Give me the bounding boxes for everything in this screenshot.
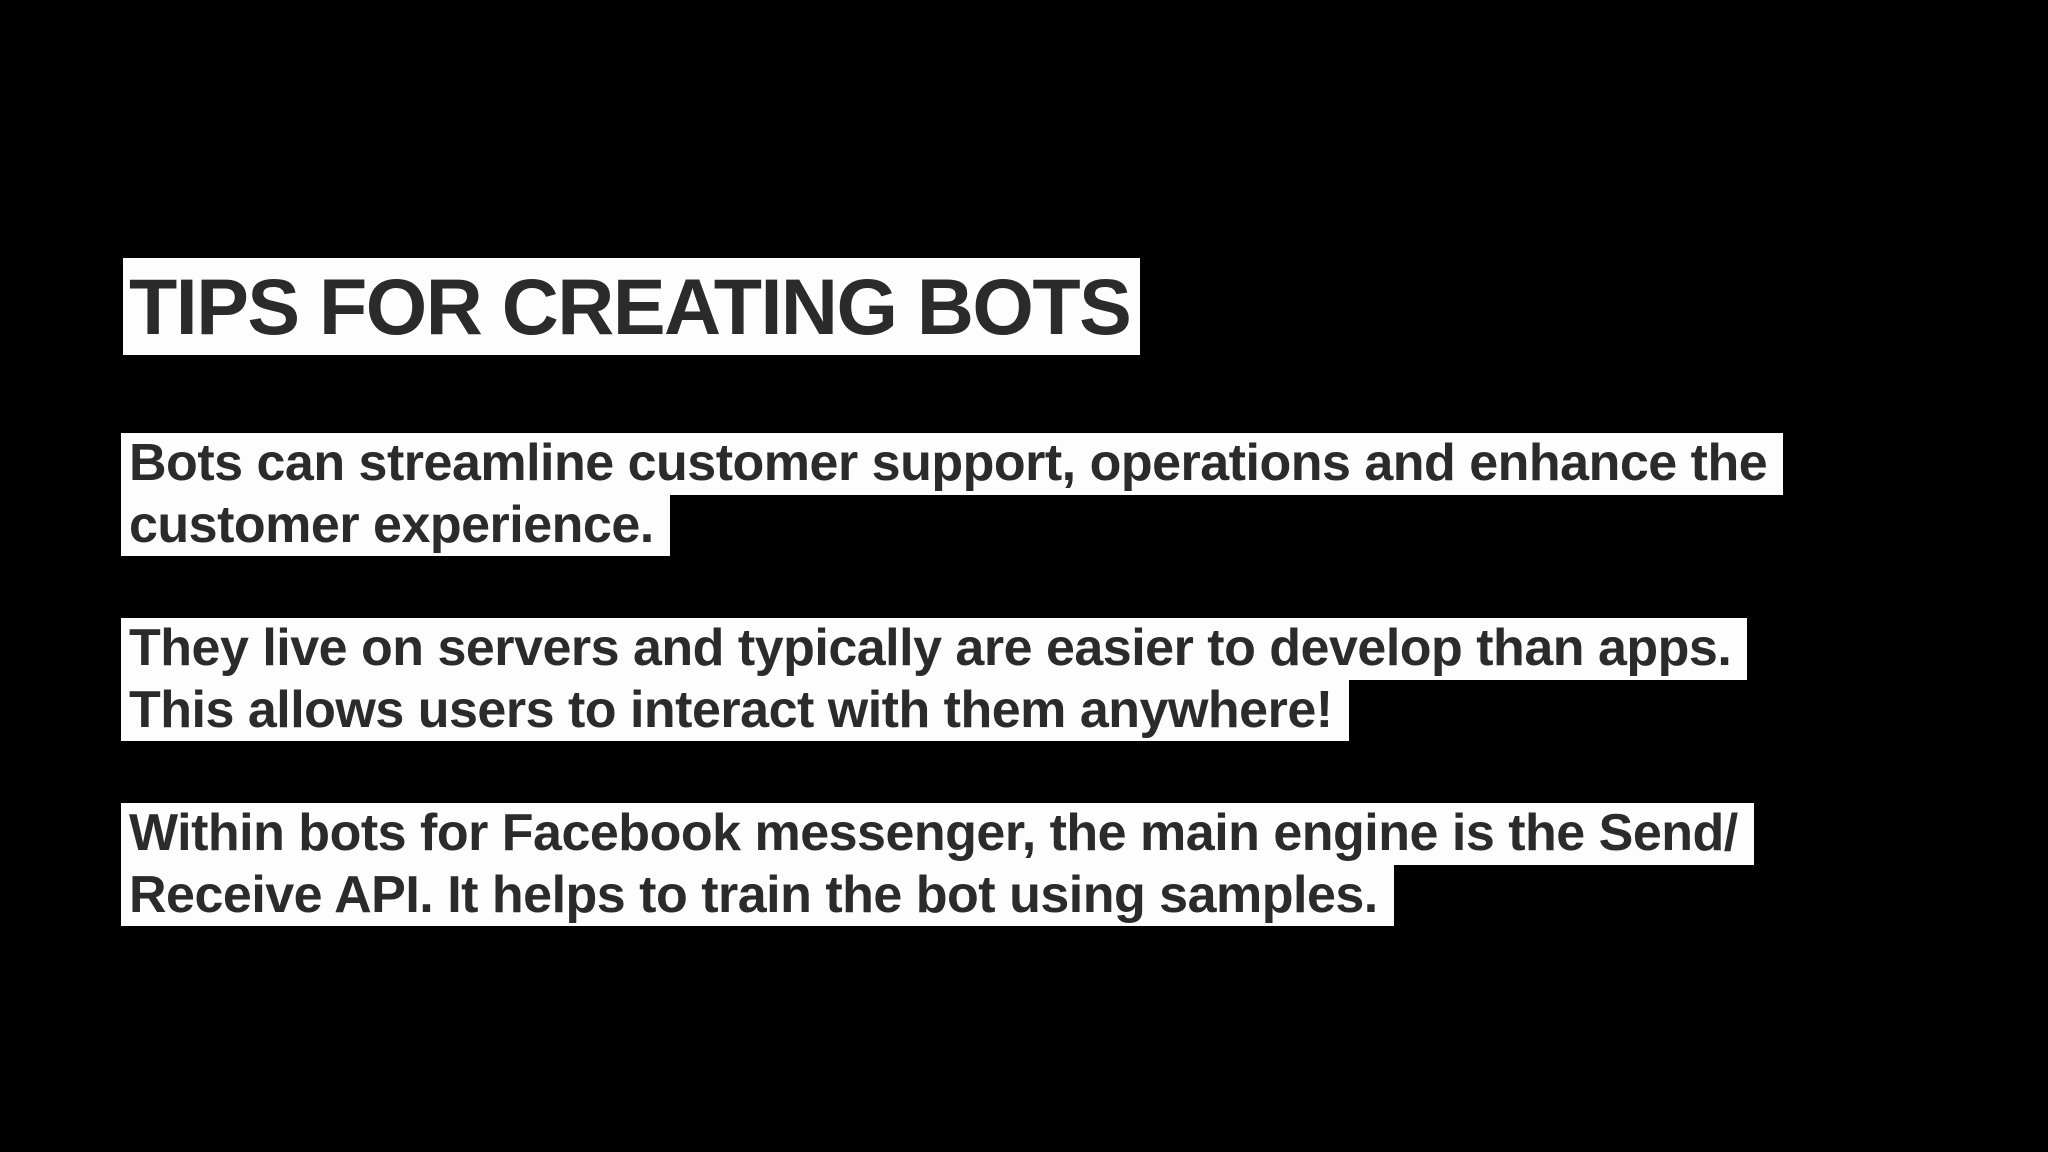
slide-title: TIPS FOR CREATING BOTS	[123, 258, 1141, 355]
title-block: TIPS FOR CREATING BOTS	[123, 258, 1141, 355]
text-line: Within bots for Facebook messenger, the …	[121, 803, 1754, 865]
paragraph-send-receive-api: Within bots for Facebook messenger, the …	[121, 803, 1754, 926]
text-line: This allows users to interact with them …	[121, 679, 1349, 741]
text-line: They live on servers and typically are e…	[121, 618, 1748, 680]
text-line: customer experience.	[121, 494, 670, 556]
paragraph-bots-streamline: Bots can streamline customer support, op…	[121, 433, 1784, 556]
text-line: Bots can streamline customer support, op…	[121, 433, 1784, 495]
text-line: Receive API. It helps to train the bot u…	[121, 864, 1394, 926]
paragraph-live-on-servers: They live on servers and typically are e…	[121, 618, 1748, 741]
